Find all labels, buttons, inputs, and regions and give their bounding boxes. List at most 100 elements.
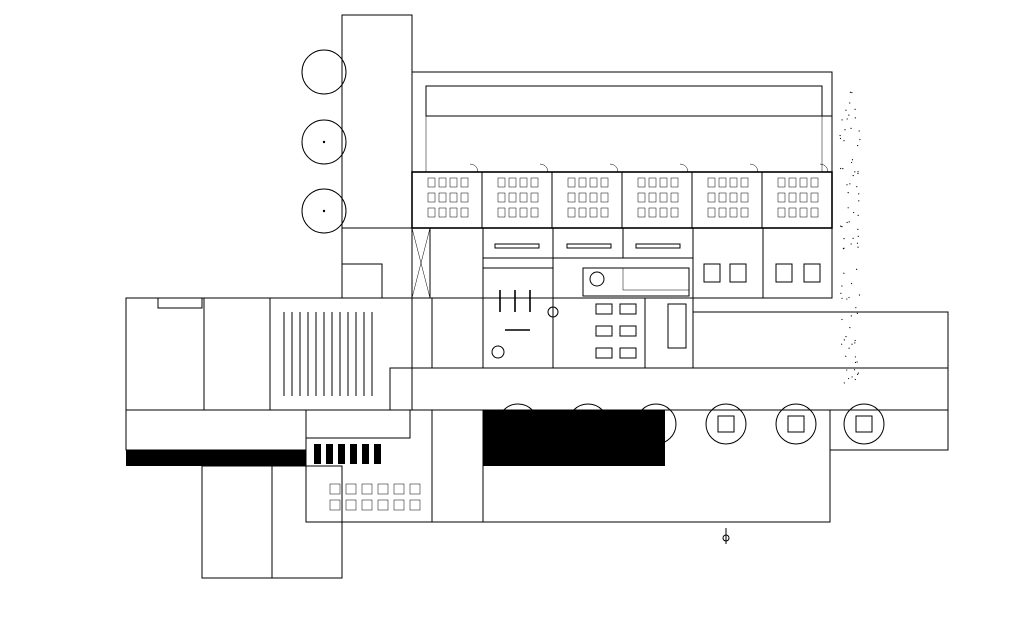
desk <box>719 208 726 217</box>
table <box>596 326 612 336</box>
desk <box>601 208 608 217</box>
table <box>330 500 340 510</box>
table <box>362 500 372 510</box>
desk <box>741 193 748 202</box>
desk <box>509 178 516 187</box>
table <box>620 326 636 336</box>
desk <box>649 178 656 187</box>
desk <box>778 178 785 187</box>
desk <box>461 178 468 187</box>
desk <box>730 178 737 187</box>
desk <box>638 178 645 187</box>
desk <box>789 178 796 187</box>
desk <box>789 208 796 217</box>
east-rooms <box>704 264 820 282</box>
north-courtyard <box>412 72 832 172</box>
desk <box>741 178 748 187</box>
west-wing <box>126 298 432 410</box>
desk <box>579 178 586 187</box>
desk <box>509 193 516 202</box>
table <box>596 304 612 314</box>
desk <box>800 208 807 217</box>
desk <box>730 208 737 217</box>
table <box>378 500 388 510</box>
desk <box>671 208 678 217</box>
table <box>410 500 420 510</box>
desk <box>498 178 505 187</box>
desk <box>741 208 748 217</box>
desk <box>671 193 678 202</box>
desk <box>660 193 667 202</box>
desk <box>778 208 785 217</box>
desk <box>649 193 656 202</box>
desk <box>811 193 818 202</box>
table <box>620 304 636 314</box>
table <box>346 500 356 510</box>
tree-icon <box>302 50 346 94</box>
table <box>620 348 636 358</box>
desk <box>590 208 597 217</box>
desk <box>520 208 527 217</box>
classroom-block <box>412 164 832 298</box>
desk <box>719 193 726 202</box>
desk <box>811 208 818 217</box>
desk <box>708 208 715 217</box>
planter <box>718 416 734 432</box>
desk <box>568 193 575 202</box>
desk <box>568 208 575 217</box>
desk <box>450 193 457 202</box>
desk <box>601 178 608 187</box>
desk <box>461 193 468 202</box>
east-corridor <box>390 312 948 410</box>
desk <box>450 208 457 217</box>
lab-rooms <box>483 258 689 368</box>
table <box>730 264 746 282</box>
table <box>378 484 388 494</box>
desk <box>800 193 807 202</box>
trees-west <box>302 50 346 233</box>
desk <box>708 193 715 202</box>
table <box>346 484 356 494</box>
desk <box>638 193 645 202</box>
desk <box>638 208 645 217</box>
table <box>776 264 792 282</box>
desk <box>579 208 586 217</box>
table <box>394 500 404 510</box>
desk <box>660 208 667 217</box>
desk <box>520 178 527 187</box>
desk <box>498 208 505 217</box>
north-arrow-icon <box>723 528 729 544</box>
cafeteria <box>553 298 693 368</box>
desk <box>531 178 538 187</box>
desk <box>590 193 597 202</box>
desk <box>579 193 586 202</box>
planter <box>788 416 804 432</box>
table <box>804 264 820 282</box>
desk <box>601 193 608 202</box>
table <box>394 484 404 494</box>
table <box>362 484 372 494</box>
north-paving-strip <box>342 15 412 228</box>
desk <box>439 178 446 187</box>
desk <box>719 178 726 187</box>
table <box>330 484 340 494</box>
desk <box>439 193 446 202</box>
desk <box>498 193 505 202</box>
desk <box>450 178 457 187</box>
south-paving <box>126 410 948 578</box>
desk <box>671 178 678 187</box>
desk <box>509 208 516 217</box>
stair-core <box>342 228 430 298</box>
desk <box>428 178 435 187</box>
table <box>596 348 612 358</box>
desk <box>811 178 818 187</box>
desk <box>789 193 796 202</box>
desk <box>800 178 807 187</box>
desk <box>531 208 538 217</box>
desk <box>428 193 435 202</box>
desk <box>649 208 656 217</box>
desk <box>428 208 435 217</box>
desk <box>439 208 446 217</box>
table <box>704 264 720 282</box>
